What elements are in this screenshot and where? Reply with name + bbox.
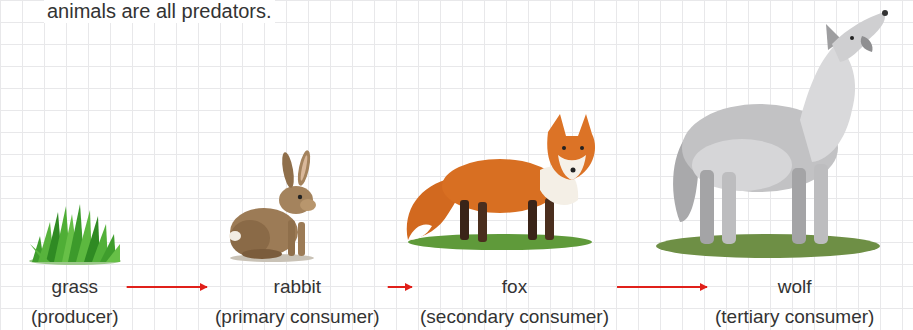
wolf-figure (656, 10, 888, 258)
fox-figure (407, 114, 595, 250)
rabbit-figure (229, 149, 316, 262)
trophic-level: (primary consumer) (215, 302, 380, 330)
text-fragment: animals are all predators. (44, 0, 275, 23)
trophic-level: (secondary consumer) (420, 302, 609, 330)
trophic-level: (tertiary consumer) (715, 302, 874, 330)
organism-label: wolf(tertiary consumer) (713, 272, 876, 330)
organism-name: grass (31, 272, 119, 302)
organism-name: wolf (715, 272, 874, 302)
organism-label: rabbit(primary consumer) (213, 272, 382, 330)
energy-arrow (127, 286, 207, 288)
trophic-level: (producer) (31, 302, 119, 330)
grass-tuft (29, 204, 121, 265)
energy-arrow (617, 286, 707, 288)
organism-name: fox (420, 272, 609, 302)
energy-arrow (388, 286, 412, 288)
organism-name: rabbit (215, 272, 380, 302)
organism-label: grass(producer) (29, 272, 121, 330)
organism-label: fox(secondary consumer) (418, 272, 611, 330)
